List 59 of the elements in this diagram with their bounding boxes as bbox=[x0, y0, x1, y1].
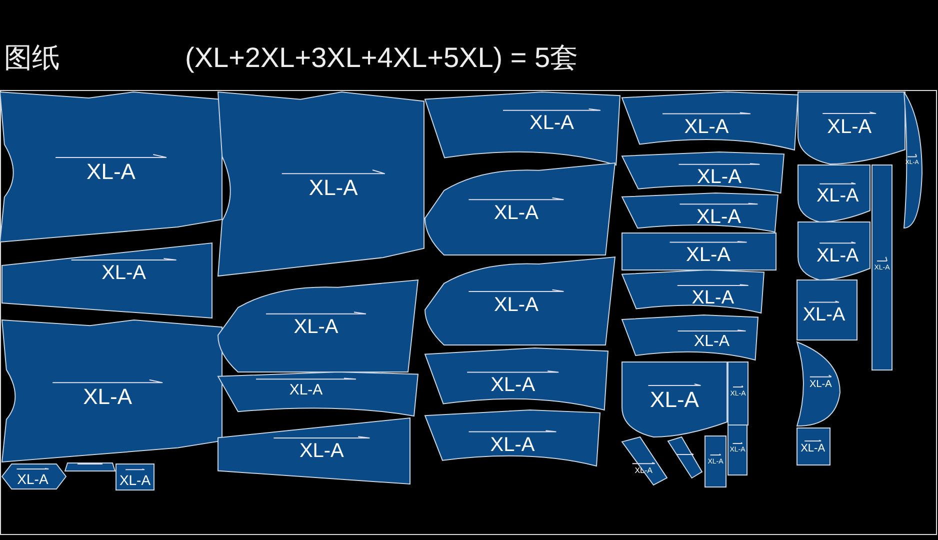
piece-label: XL-A bbox=[494, 202, 538, 223]
pattern-piece bbox=[728, 425, 747, 475]
pattern-piece bbox=[622, 193, 778, 232]
pattern-piece bbox=[622, 152, 784, 193]
pattern-piece bbox=[425, 348, 608, 410]
pattern-piece bbox=[2, 464, 66, 489]
piece-label: XL-A bbox=[692, 288, 734, 308]
piece-label: XL-A bbox=[299, 441, 344, 461]
pattern-piece bbox=[705, 436, 726, 487]
pattern-piece bbox=[65, 463, 115, 471]
piece-label: XL-A bbox=[530, 113, 574, 134]
pattern-piece bbox=[116, 464, 154, 490]
pattern-piece bbox=[798, 222, 870, 280]
piece-label: XL-A bbox=[83, 386, 132, 408]
piece-label: XL-A bbox=[102, 263, 146, 283]
piece-label: XL-A bbox=[686, 245, 730, 266]
pattern-piece bbox=[425, 257, 615, 345]
piece-label: XL-A bbox=[490, 434, 535, 455]
piece-label: XL-A bbox=[490, 375, 536, 396]
piece-label: XL-A bbox=[86, 160, 136, 182]
pattern-piece bbox=[872, 165, 892, 370]
pattern-piece bbox=[798, 165, 870, 222]
pattern-piece bbox=[728, 362, 748, 425]
drawing-title: 图纸 bbox=[4, 44, 60, 72]
pattern-piece bbox=[622, 233, 776, 270]
piece-label: XL-A bbox=[816, 246, 859, 266]
piece-label: XL-A bbox=[294, 316, 338, 337]
pattern-piece bbox=[218, 372, 418, 416]
pattern-piece bbox=[668, 437, 702, 478]
piece-label: XL-A bbox=[17, 472, 48, 486]
pattern-piece bbox=[797, 428, 830, 465]
piece-label: XL-A bbox=[650, 388, 699, 410]
pattern-piece bbox=[622, 315, 758, 360]
pattern-piece bbox=[797, 342, 840, 426]
piece-label: XL-A bbox=[802, 305, 846, 324]
pattern-piece bbox=[622, 92, 798, 150]
pattern-piece bbox=[2, 243, 212, 318]
piece-label: XL-A bbox=[827, 116, 872, 137]
piece-label: XL-A bbox=[494, 294, 538, 315]
piece-label: XL-A bbox=[810, 380, 832, 390]
piece-label: XL-A bbox=[816, 186, 859, 206]
size-formula: (XL+2XL+3XL+4XL+5XL) = 5套 bbox=[185, 44, 578, 72]
piece-label: XL-A bbox=[696, 207, 741, 228]
pattern-piece bbox=[425, 410, 600, 466]
pattern-piece bbox=[622, 270, 764, 313]
pattern-piece bbox=[797, 280, 857, 340]
pattern-piece bbox=[425, 92, 620, 165]
piece-label: XL-A bbox=[289, 382, 323, 398]
piece-label: XL-A bbox=[694, 334, 730, 350]
piece-label: XL-A bbox=[800, 444, 826, 455]
pattern-piece bbox=[425, 163, 615, 255]
pattern-piece bbox=[904, 92, 922, 228]
piece-label: XL-A bbox=[696, 167, 742, 188]
pattern-piece bbox=[218, 418, 410, 484]
piece-label: XL-A bbox=[684, 116, 729, 137]
piece-label: XL-A bbox=[308, 176, 358, 199]
pattern-piece bbox=[622, 437, 667, 485]
pattern-piece bbox=[2, 320, 222, 462]
piece-label: XL-A bbox=[119, 472, 151, 487]
